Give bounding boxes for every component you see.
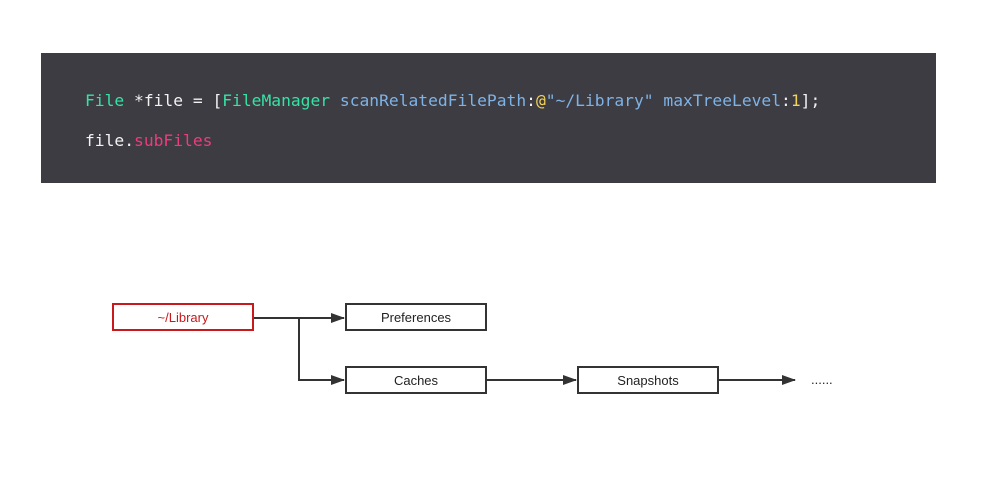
code-object-token: file.	[85, 131, 135, 150]
code-property-token: subFiles	[134, 131, 213, 150]
code-colon-token: :	[526, 91, 536, 110]
node-snapshots: Snapshots	[577, 366, 719, 394]
code-end-token: ];	[800, 91, 821, 110]
code-class-token: FileManager	[222, 91, 331, 110]
code-line-1: File *file = [FileManager scanRelatedFil…	[85, 91, 820, 111]
code-string-token: "~/Library"	[545, 91, 654, 110]
code-line-2: file.subFiles	[85, 131, 212, 151]
code-method-token: scanRelatedFilePath	[339, 91, 527, 110]
code-colon-token: :	[781, 91, 791, 110]
node-library-root: ~/Library	[112, 303, 254, 331]
code-method-token: maxTreeLevel	[663, 91, 782, 110]
node-preferences: Preferences	[345, 303, 487, 331]
node-caches: Caches	[345, 366, 487, 394]
more-ellipsis: ......	[811, 372, 833, 387]
code-block: File *file = [FileManager scanRelatedFil…	[41, 53, 936, 183]
code-at-token: @	[535, 91, 546, 110]
code-declaration-token: *file = [	[124, 91, 223, 110]
edge-root-caches	[298, 318, 345, 385]
code-number-token: 1	[790, 91, 801, 110]
code-type-token: File	[85, 91, 125, 110]
